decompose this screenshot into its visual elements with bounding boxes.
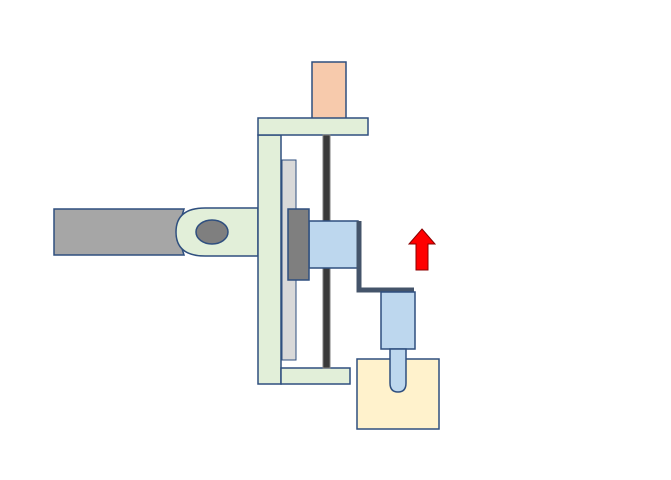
z-bracket: [356, 221, 414, 293]
probe: [380, 291, 416, 350]
frame-bottom-flange: [280, 367, 351, 385]
frame-column: [257, 134, 282, 385]
frame-top-flange: [257, 117, 369, 136]
mount-block: [287, 208, 310, 281]
arm: [53, 208, 186, 256]
probe-tip: [389, 348, 407, 393]
clevis-pin: [195, 219, 229, 245]
top-block: [311, 61, 347, 120]
carriage: [308, 220, 359, 269]
direction-arrow: [407, 228, 437, 271]
